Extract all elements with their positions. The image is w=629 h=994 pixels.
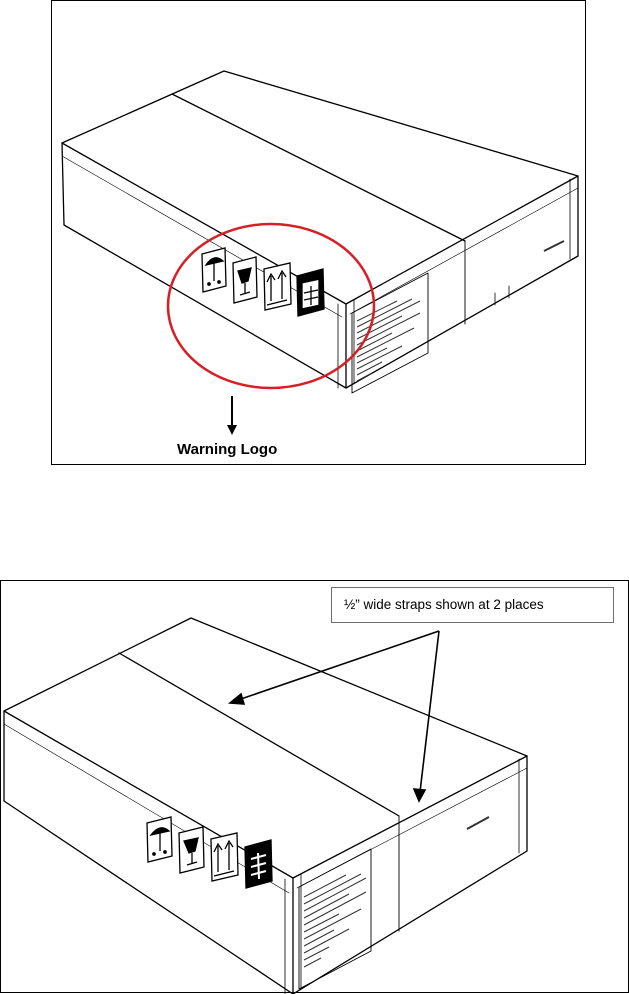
- stacking-limit-icon: [245, 840, 272, 888]
- warning-icons: [202, 248, 324, 316]
- carton-drawing: [52, 1, 587, 466]
- umbrella-icon: [147, 817, 172, 862]
- end-face-mark: [544, 241, 564, 251]
- straps-callout-label: ½” wide straps shown at 2 places: [344, 597, 544, 612]
- carton-end-face: [293, 756, 527, 994]
- label-print-lines: [357, 299, 420, 381]
- warning-icons: [147, 817, 272, 888]
- end-face-mark: [467, 817, 489, 829]
- carton-drawing-straps: [1, 581, 629, 994]
- figure-straps: ½” wide straps shown at 2 places: [0, 580, 629, 993]
- carton-top-seam: [172, 94, 465, 241]
- straps-callout-box: ½” wide straps shown at 2 places: [331, 587, 614, 623]
- fragile-glass-icon: [179, 827, 204, 873]
- warning-callout-arrow: [227, 396, 237, 435]
- stacking-limit-icon: [297, 269, 324, 316]
- label-print-lines: [304, 874, 366, 967]
- shipping-label-panel: [352, 273, 428, 393]
- carton-end-face: [346, 176, 578, 388]
- this-way-up-arrows-icon: [211, 833, 238, 881]
- carton-top-seam: [119, 653, 399, 816]
- strap-callout-arrows: [230, 631, 439, 801]
- figure-warning-logo: Warning Logo: [51, 0, 586, 465]
- umbrella-icon: [202, 248, 226, 292]
- warning-logo-label: Warning Logo: [177, 441, 277, 458]
- this-way-up-arrows-icon: [264, 263, 291, 310]
- carton-top-face: [4, 618, 527, 878]
- fragile-glass-icon: [233, 257, 257, 303]
